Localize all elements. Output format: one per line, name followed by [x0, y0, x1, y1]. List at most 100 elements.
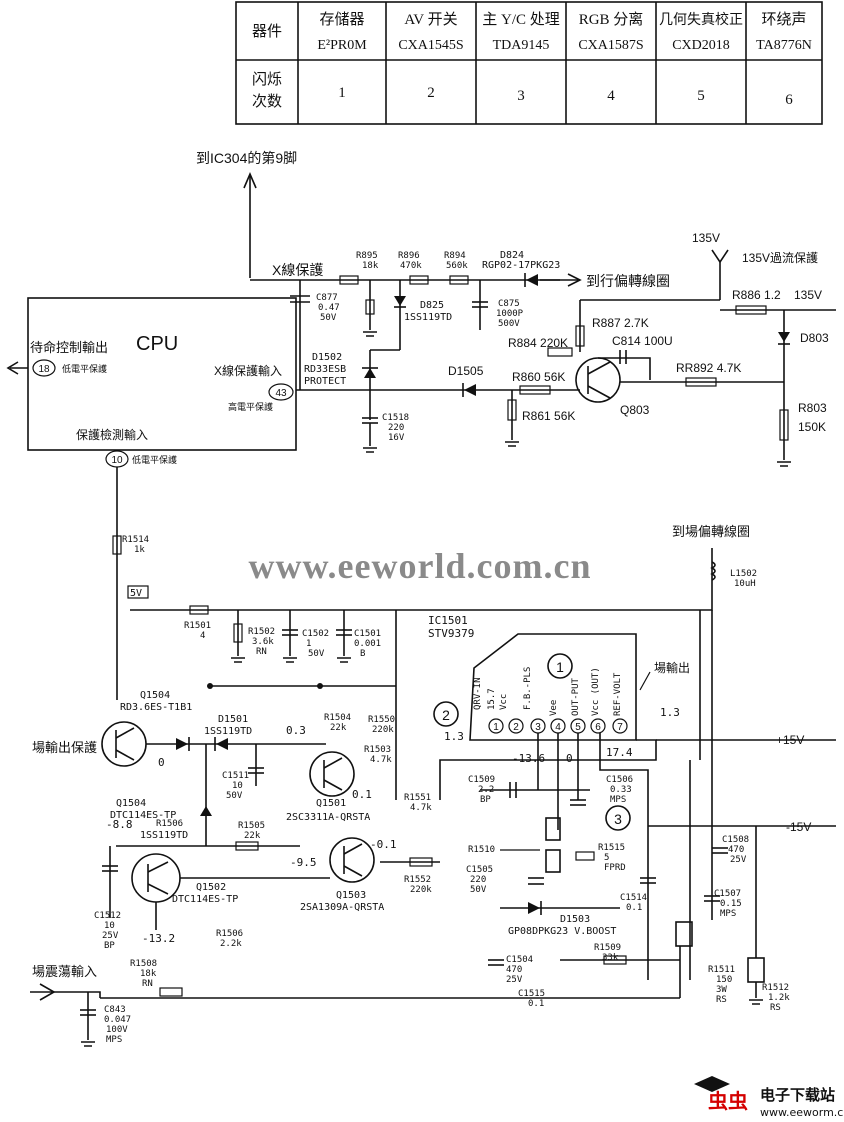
q1501-label: Q1501	[316, 798, 346, 809]
ic-pin-name-1: QRV-IN	[473, 677, 483, 710]
d825-label: D825	[420, 300, 444, 311]
q1503-value: 2SA1309A-QRSTA	[300, 902, 384, 913]
c1506-v2: MPS	[610, 795, 626, 805]
r1506b-label: R1506	[216, 929, 243, 939]
x-protect-label: X線保護	[272, 262, 323, 278]
q1504b-value: DTC114ES-TP	[110, 810, 176, 821]
table-col-name: 环绕声	[761, 10, 806, 28]
ic-pin-num-6: 6	[595, 722, 601, 733]
x-protect-input-label: X線保護輸入	[214, 363, 282, 378]
c1504-v1: 470	[506, 965, 522, 975]
v-out-protect-label: 場輸出保護	[32, 740, 97, 755]
table-row-label-2: 次数	[252, 93, 282, 110]
c1511-v1: 10	[232, 781, 243, 791]
r896-label: R896	[398, 251, 420, 261]
r1511-v3: RS	[716, 995, 727, 1005]
l1502-label: L1502	[730, 569, 757, 579]
ic1501-label: IC1501	[428, 614, 468, 627]
c1507-label: C1507	[714, 889, 741, 899]
c1506-v1: 0.33	[610, 785, 632, 795]
table-col-count: 6	[785, 92, 793, 108]
table-col-count: 2	[427, 85, 435, 101]
table-col-part: TA8776N	[756, 38, 812, 53]
c1515-label: C1515	[518, 989, 545, 999]
l1502-value: 10uH	[734, 579, 756, 589]
r1502-v2: RN	[256, 647, 267, 657]
d1506-value: 1SS119TD	[140, 830, 188, 841]
v-osc-input-label: 場震蕩輸入	[32, 964, 97, 979]
r1505-value: 22k	[244, 831, 261, 841]
r1506-label: R1506	[156, 819, 183, 829]
c877-v2: 50V	[320, 313, 337, 323]
r1503-label: R1503	[364, 745, 391, 755]
ic-pin-num-7: 7	[617, 722, 623, 733]
r1511-v2: 3W	[716, 985, 727, 995]
r1511-v1: 150	[716, 975, 732, 985]
r1511-label: R1511	[708, 965, 735, 975]
c1512-v2: 25V	[102, 931, 119, 941]
r895-label: R895	[356, 251, 378, 261]
mortarboard-icon	[694, 1076, 730, 1092]
c814-label: C814 100U	[612, 334, 673, 348]
d1503-label: D1503	[560, 914, 590, 925]
ic1501-body	[469, 633, 637, 741]
c1509-v1: 2.2	[478, 785, 494, 795]
pin-43: 43	[275, 388, 287, 399]
r1504-value: 22k	[330, 723, 347, 733]
table-col-name: 存储器	[319, 11, 364, 28]
c843-v1: 0.047	[104, 1015, 131, 1025]
v135-out-label: 135V	[794, 288, 822, 302]
ic-pin-num-4: 4	[555, 722, 561, 733]
volt-0-b: 0	[566, 752, 573, 765]
r1514-label: R1514	[122, 535, 149, 545]
d1501-value: 1SS119TD	[204, 726, 252, 737]
logo-chars: 虫虫	[708, 1089, 748, 1113]
r1514-value: 1k	[134, 545, 145, 555]
r1501-value: 4	[200, 631, 205, 641]
ic-pin-name-2: Vcc	[499, 694, 509, 710]
ic1501-value: STV9379	[428, 627, 474, 640]
site-logo: 虫虫 电子下载站 www.eeworm.com	[694, 1076, 844, 1119]
r894-value: 560k	[446, 261, 468, 271]
volt-m13-6: -13.6	[512, 752, 545, 765]
r1506b-value: 2.2k	[220, 939, 242, 949]
c875-label: C875	[498, 299, 520, 309]
r886-label: R886 1.2	[732, 288, 781, 302]
cpu-box	[27, 297, 297, 451]
to-ic304-label: 到IC304的第9脚	[196, 150, 297, 166]
high-level-protect: 高電平保護	[228, 401, 273, 413]
table-col-part: CXA1587S	[578, 38, 643, 53]
r1550-value: 220k	[372, 725, 394, 735]
table-col-count: 1	[338, 85, 346, 101]
r894-label: R894	[444, 251, 466, 261]
q1504-transistor	[101, 721, 147, 767]
c1509-label: C1509	[468, 775, 495, 785]
r1508-label: R1508	[130, 959, 157, 969]
c1505-v2: 50V	[470, 885, 487, 895]
q1501-transistor	[309, 751, 355, 797]
v135-ocp-label: 135V過流保護	[742, 250, 818, 265]
r803-label: R803	[798, 401, 827, 415]
v-out-label: 場輸出	[654, 660, 690, 675]
table-col-name: 主 Y/C 处理	[482, 11, 560, 28]
c1512-label: C1512	[94, 911, 121, 921]
ic-pin-name-3: F.B.-PLS	[523, 667, 533, 710]
d1505-label: D1505	[448, 364, 484, 378]
blink-code-table: 器件 闪烁 次数 存储器 E²PR0M 1 AV 开关 CXA1545S 2 主…	[235, 1, 823, 125]
ic-pin-num-5: 5	[575, 722, 581, 733]
c875-v1: 1000P	[496, 309, 524, 319]
q1504-value: RD3.6ES-T1B1	[120, 702, 192, 713]
volt-0-1: 0.1	[352, 788, 372, 801]
c877-v1: 0.47	[318, 303, 340, 313]
c1502-v2: 50V	[308, 649, 325, 659]
c875-v2: 500V	[498, 319, 520, 329]
table-border	[235, 1, 823, 125]
c1511-v2: 50V	[226, 791, 243, 801]
volt-m8-8: -8.8	[106, 818, 133, 831]
r1501-label: R1501	[184, 621, 211, 631]
q803-transistor	[575, 357, 621, 403]
c1514-value: 0.1	[626, 903, 642, 913]
volt-m0-1: -0.1	[370, 838, 397, 851]
c1504-v2: 25V	[506, 975, 523, 985]
